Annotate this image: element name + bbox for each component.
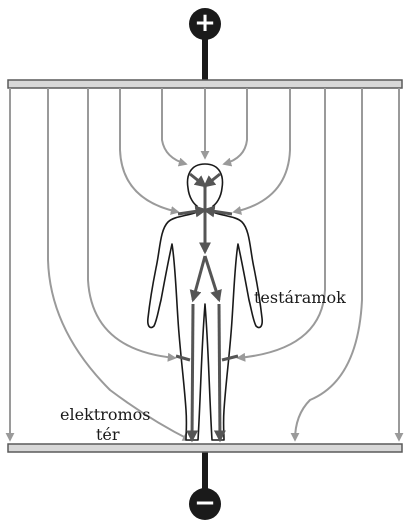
negative-terminal: − [189,488,221,520]
field-line [234,88,290,212]
body-currents-label: testáramok [254,289,346,307]
current-path [192,304,193,440]
field-line [295,88,362,440]
field-line [238,88,325,358]
electric-field-label-line1: elektromos [60,406,150,424]
field-line [120,88,178,212]
bottom-electrode-plate [8,444,402,452]
field-line [162,88,186,164]
positive-sign: + [194,8,216,38]
negative-sign: − [194,488,216,518]
field-line [224,88,247,164]
current-path [219,304,220,440]
top-electrode-plate [8,80,402,88]
electric-field-label-line2: tér [96,426,120,444]
positive-terminal: + [189,8,221,40]
